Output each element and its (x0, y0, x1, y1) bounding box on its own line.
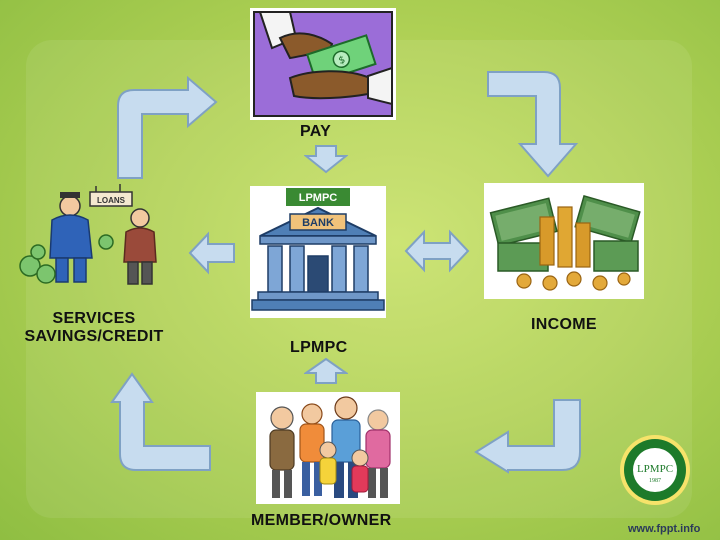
up-arrow-member (304, 357, 348, 384)
footer-url[interactable]: www.fppt.info (628, 523, 701, 535)
double-arrow-income (404, 229, 470, 273)
services-label: SERVICES SAVINGS/CREDIT (14, 310, 174, 346)
down-arrow-pay (304, 145, 348, 174)
bent-arrow-top-right (487, 71, 579, 178)
logo-text: LPMPC (637, 463, 673, 475)
svg-text:$: $ (337, 54, 346, 66)
services-image: LOANS (16, 180, 176, 290)
bent-arrow-top-left (117, 76, 218, 179)
logo-subtext: 1987 (649, 478, 661, 484)
bank-sign-text: LPMPC (299, 192, 338, 204)
lpmpc-label: LPMPC (290, 339, 348, 356)
member-image (256, 392, 400, 504)
bent-arrow-bottom-left (110, 372, 211, 471)
pay-label: PAY (300, 123, 332, 140)
loan-sign-text: LOANS (97, 196, 126, 205)
income-image (484, 183, 644, 299)
services-label-line2: SAVINGS/CREDIT (24, 328, 164, 345)
bank-image: LPMPC BANK (250, 186, 386, 318)
pay-image: $ (250, 8, 396, 120)
services-label-line1: SERVICES (52, 310, 136, 327)
income-label: INCOME (531, 316, 597, 333)
left-arrow-services (188, 231, 235, 275)
lpmpc-logo: LPMPC 1987 (618, 433, 692, 507)
bank-roof-text: BANK (302, 217, 334, 229)
member-label: MEMBER/OWNER (251, 512, 392, 529)
bent-arrow-bottom-right (474, 399, 581, 474)
